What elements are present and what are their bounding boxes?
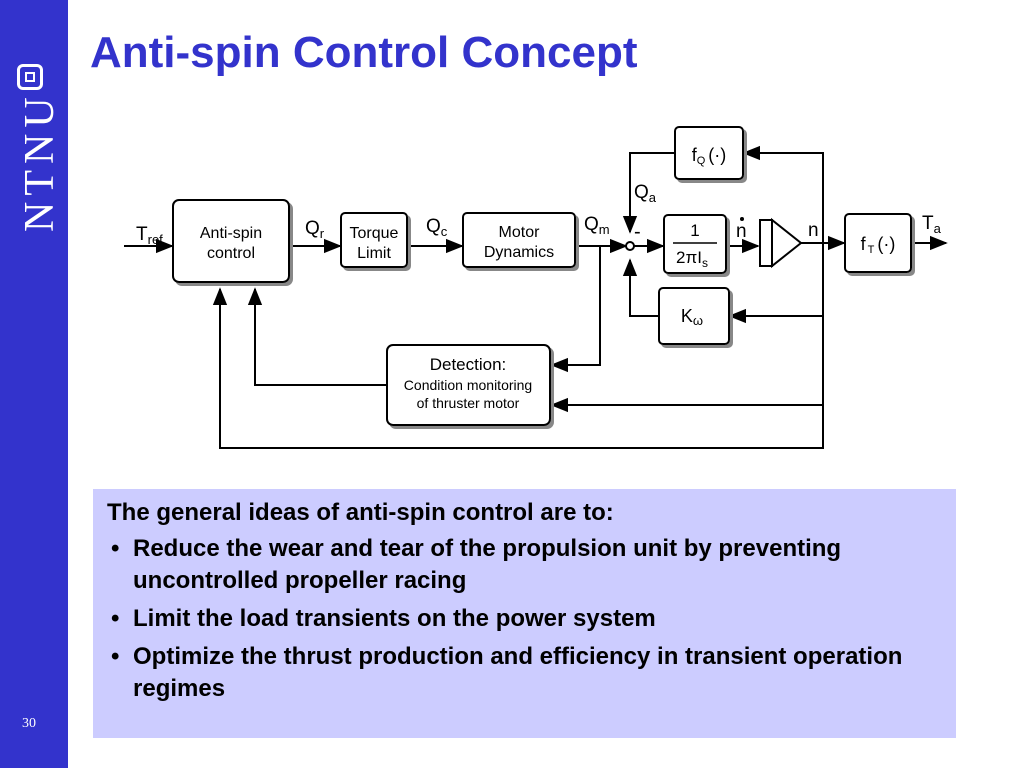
qa-label: Q bbox=[634, 182, 649, 203]
svg-text:Qm: Qm bbox=[584, 214, 610, 237]
torque-limit-label-2: Limit bbox=[357, 245, 391, 262]
sidebar: NTNU 30 bbox=[0, 0, 68, 768]
svg-text:fQ(·): fQ(·) bbox=[692, 145, 727, 167]
qr-sub: r bbox=[320, 226, 325, 241]
torque-limit-block: Torque Limit bbox=[340, 212, 408, 268]
komega-k: K bbox=[681, 306, 693, 326]
anti-spin-label-1: Anti-spin bbox=[200, 225, 262, 242]
svg-text:2πIs: 2πIs bbox=[676, 248, 708, 270]
detection-label-2: Condition monitoring bbox=[404, 377, 532, 393]
detection-label-3: of thruster motor bbox=[417, 395, 520, 411]
summary-intro: The general ideas of anti-spin control a… bbox=[107, 499, 614, 526]
bullet-icon: • bbox=[111, 605, 120, 632]
ft-arg: (·) bbox=[877, 234, 895, 254]
slide-title: Anti-spin Control Concept bbox=[90, 28, 638, 77]
fq-arg: (·) bbox=[708, 145, 726, 165]
integrator-block: 1 2πIs bbox=[663, 214, 727, 274]
fq-sub: Q bbox=[697, 155, 706, 167]
komega-to-sum bbox=[622, 258, 658, 317]
anti-spin-control-block: Anti-spin control bbox=[172, 199, 290, 283]
bullet-icon: • bbox=[111, 535, 120, 562]
tref-sub: ref bbox=[148, 232, 164, 247]
page-number: 30 bbox=[22, 716, 36, 731]
bullet-text: Optimize the thrust production and effic… bbox=[133, 643, 903, 702]
ta-label: T bbox=[922, 213, 934, 234]
motor-dynamics-block: Motor Dynamics bbox=[462, 212, 576, 268]
feedback-n-to-fq bbox=[742, 145, 824, 243]
minus-sign: - bbox=[634, 221, 641, 243]
svg-text:Tref: Tref bbox=[136, 224, 163, 247]
ta-sub: a bbox=[934, 221, 942, 236]
motor-label-1: Motor bbox=[499, 224, 541, 241]
signal-lines bbox=[124, 145, 948, 449]
komega-sub: ω bbox=[693, 313, 703, 328]
fq-to-sum bbox=[622, 152, 674, 234]
integrator-denominator: 2πI bbox=[676, 248, 702, 267]
fq-block: fQ(·) bbox=[674, 126, 744, 180]
ft-sub: T bbox=[868, 244, 875, 256]
bullet-item: • Reduce the wear and tear of the propuls… bbox=[107, 533, 942, 597]
svg-text:Qr: Qr bbox=[305, 218, 325, 241]
integrator-numerator: 1 bbox=[690, 221, 699, 240]
fq-f: f bbox=[692, 145, 698, 165]
komega-block: Kω bbox=[658, 287, 730, 345]
qr-label: Q bbox=[305, 218, 320, 239]
detection-to-antispin bbox=[247, 287, 386, 386]
motor-label-2: Dynamics bbox=[484, 244, 554, 261]
ndot-label: n bbox=[736, 221, 747, 242]
torque-limit-label-1: Torque bbox=[350, 225, 399, 242]
svg-text:Qc: Qc bbox=[426, 216, 448, 239]
qa-sub: a bbox=[649, 190, 657, 205]
bullet-text: Limit the load transients on the power s… bbox=[133, 605, 656, 632]
svg-text:fT(·): fT(·) bbox=[861, 234, 896, 256]
logo-text: NTNU bbox=[17, 91, 63, 232]
integrator-den-sub: s bbox=[702, 256, 708, 270]
qc-label: Q bbox=[426, 216, 441, 237]
summing-junction bbox=[625, 241, 635, 251]
anti-spin-label-2: control bbox=[207, 245, 255, 262]
n-label: n bbox=[808, 220, 819, 241]
tref-label: T bbox=[136, 224, 148, 245]
qc-sub: c bbox=[441, 224, 448, 239]
bullet-item: • Limit the load transients on the power … bbox=[107, 603, 942, 635]
qm-sub: m bbox=[599, 222, 610, 237]
block-diagram: Anti-spin control Torque Limit Motor Dyn… bbox=[124, 126, 948, 449]
svg-text:Ta: Ta bbox=[922, 213, 942, 236]
detection-label-1: Detection: bbox=[430, 355, 507, 374]
ndot-dot bbox=[740, 217, 744, 221]
bullet-icon: • bbox=[111, 643, 120, 670]
ntnu-logo-icon bbox=[17, 64, 43, 90]
ft-f: f bbox=[861, 234, 867, 254]
svg-text:Kω: Kω bbox=[681, 306, 703, 328]
qm-to-detection bbox=[550, 246, 601, 373]
gain-triangle bbox=[759, 217, 803, 269]
qm-label: Q bbox=[584, 214, 599, 235]
feedback-n-to-antispin bbox=[212, 287, 824, 449]
detection-block: Detection: Condition monitoring of thrus… bbox=[386, 344, 551, 426]
bullet-text: Reduce the wear and tear of the propulsi… bbox=[133, 535, 842, 594]
signal-labels: Tref Qr Qc Qm - Qa n n Ta bbox=[136, 182, 942, 247]
bullet-item: • Optimize the thrust production and effi… bbox=[107, 641, 942, 705]
svg-text:Qa: Qa bbox=[634, 182, 657, 205]
summary-textbox: The general ideas of anti-spin control a… bbox=[93, 489, 956, 738]
summary-bullets: • Reduce the wear and tear of the propuls… bbox=[107, 533, 942, 705]
